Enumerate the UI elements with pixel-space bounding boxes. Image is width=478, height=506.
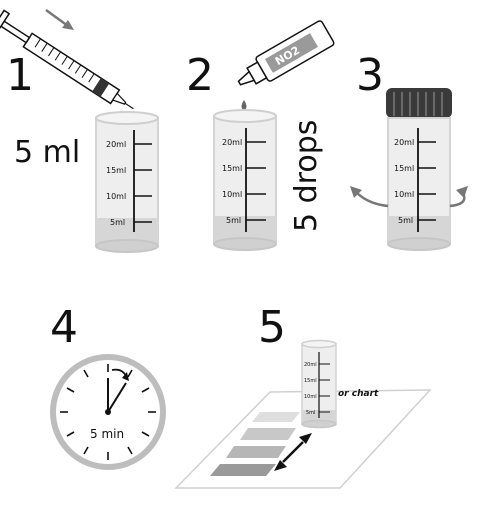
- step-4-number: 4: [50, 302, 78, 353]
- step-4-time-label: 5 min: [90, 427, 124, 441]
- push-arrow-icon: [45, 8, 74, 30]
- tube-3-tick-15ml: 15ml: [394, 164, 414, 173]
- step-5-number: 5: [258, 302, 286, 353]
- test-tube-1: 20ml 15ml 10ml 5ml: [95, 111, 159, 253]
- test-tube-2: 20ml 15ml 10ml 5ml: [213, 109, 277, 251]
- tube-2-tick-20ml: 20ml: [222, 138, 242, 147]
- compare-double-arrow-icon: [274, 433, 312, 471]
- tube-1-tick-20ml: 20ml: [106, 140, 126, 149]
- tube-3-tick-5ml: 5ml: [398, 216, 413, 225]
- tube-1-tick-15ml: 15ml: [106, 166, 126, 175]
- step-1-volume-label: 5 ml: [14, 135, 80, 170]
- timer-clock-icon: 5 min: [50, 354, 166, 470]
- small-tube-tick-15ml: 15ml: [304, 378, 317, 384]
- step-2-drops-label: 5 drops: [289, 120, 324, 232]
- small-tube-tick-10ml: 10ml: [304, 394, 317, 400]
- test-tube-small: 20ml 15ml 10ml 5ml: [301, 339, 337, 429]
- tube-1-tick-10ml: 10ml: [106, 192, 126, 201]
- step-2-number: 2: [186, 50, 214, 101]
- tube-2-tick-10ml: 10ml: [222, 190, 242, 199]
- color-chart-label: or chart: [338, 389, 379, 399]
- color-swatch-3: [226, 446, 286, 458]
- tube-3-tick-10ml: 10ml: [394, 190, 414, 199]
- test-tube-3: 20ml 15ml 10ml 5ml: [387, 117, 451, 251]
- reagent-bottle-icon: NO2: [237, 20, 335, 86]
- step-3-number: 3: [356, 50, 384, 101]
- small-tube-tick-20ml: 20ml: [304, 362, 317, 368]
- tube-2-tick-5ml: 5ml: [226, 216, 241, 225]
- tube-cap-icon: [386, 88, 452, 118]
- syringe-icon: [0, 9, 134, 110]
- small-tube-tick-5ml: 5ml: [306, 410, 315, 416]
- step-1-number: 1: [6, 50, 34, 101]
- tube-1-tick-5ml: 5ml: [110, 218, 125, 227]
- color-swatch-4: [210, 464, 276, 476]
- tube-2-tick-15ml: 15ml: [222, 164, 242, 173]
- color-swatch-2: [240, 428, 296, 440]
- tube-3-tick-20ml: 20ml: [394, 138, 414, 147]
- color-swatch-1: [252, 412, 300, 422]
- shake-arrows-icon: [350, 186, 468, 208]
